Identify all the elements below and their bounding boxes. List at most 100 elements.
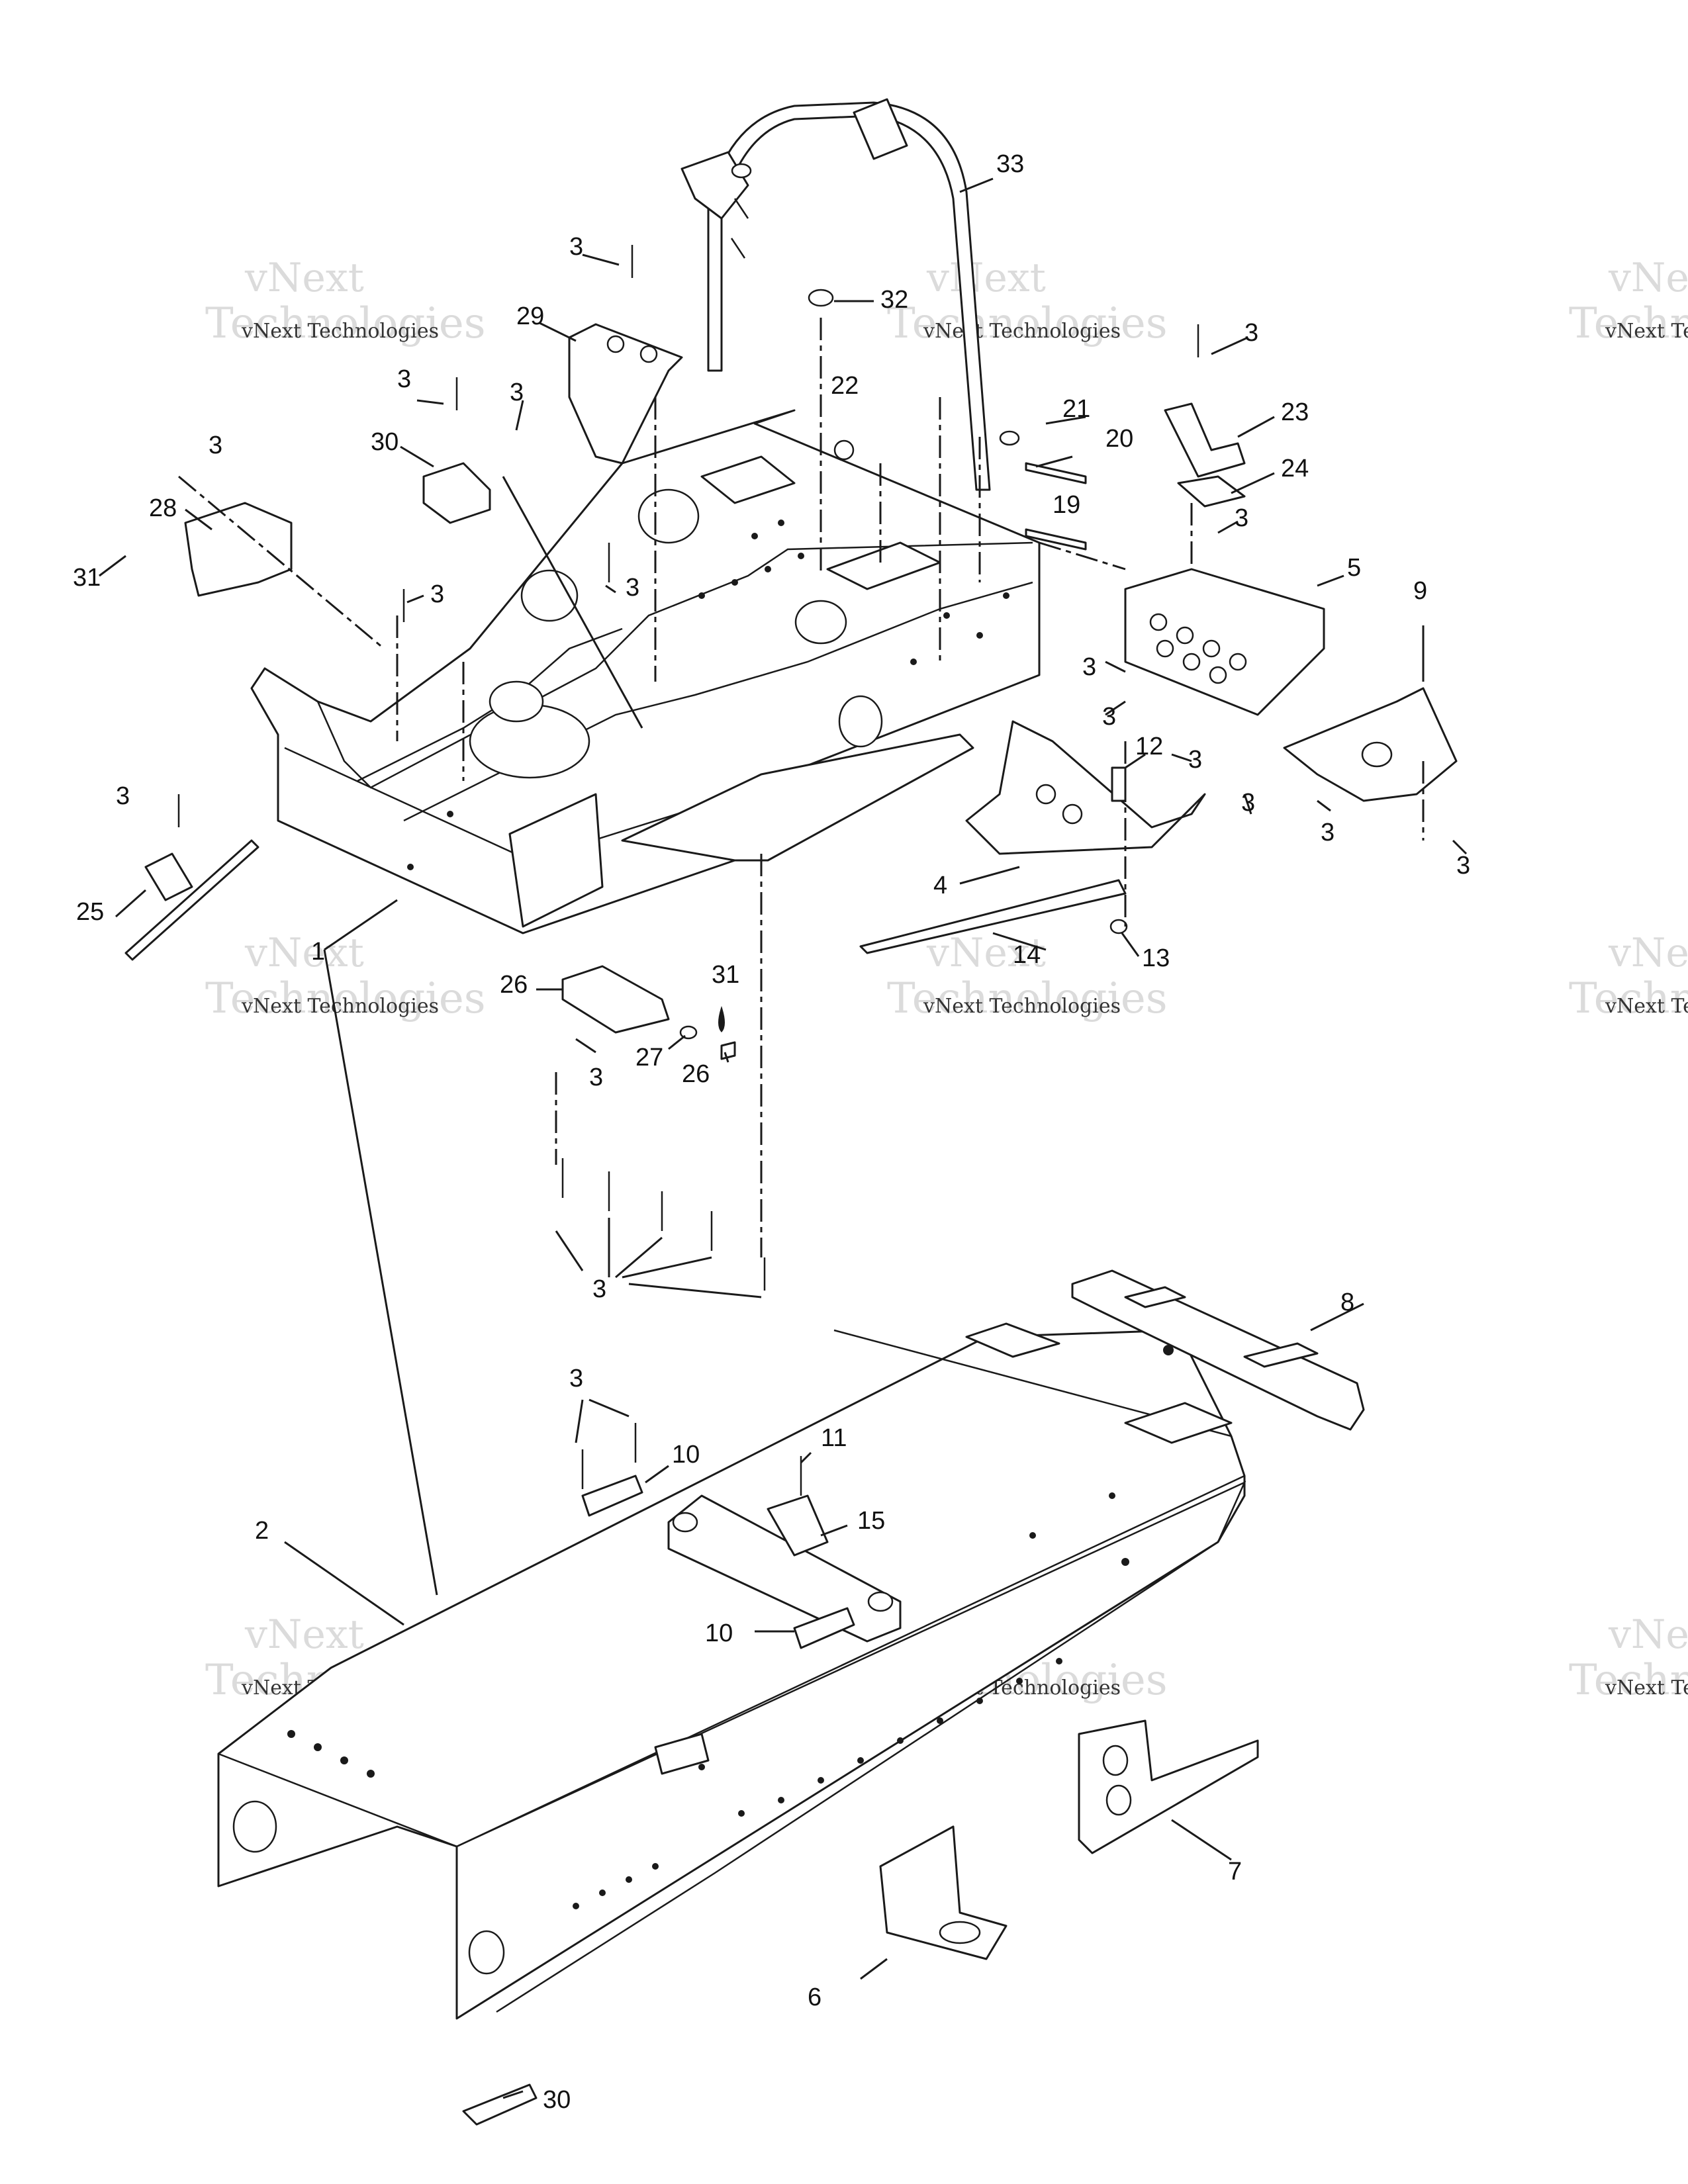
part-5-footrest — [1124, 568, 1325, 716]
part-30-block — [422, 462, 491, 524]
watermark: vNext Technologies vNext Technologies — [1569, 255, 1688, 348]
watermark-label: vNext Technologies — [241, 320, 439, 343]
callout-30: 30 — [371, 428, 399, 456]
watermark-technologies: Technologies — [1569, 1656, 1688, 1705]
watermark: vNext Technologies vNext Technologies — [1569, 930, 1688, 1023]
watermark: vNext Technologies vNext Technologies — [1569, 1612, 1688, 1705]
callout-31: 31 — [712, 961, 739, 989]
part-12-bolt — [1111, 766, 1127, 802]
callout-26: 28 — [149, 494, 177, 522]
part-21-base — [1177, 475, 1246, 508]
callout-3: 3 — [1321, 819, 1335, 846]
callout-4: 4 — [933, 872, 947, 899]
callout-3: 3 — [626, 574, 639, 602]
callout-27: 29 — [516, 302, 544, 330]
part-26-plate — [184, 502, 293, 597]
watermark-label: vNext Technologies — [241, 995, 439, 1018]
callout-1: 1 — [311, 938, 325, 966]
callout-6: 6 — [808, 1983, 821, 2011]
part-6-bracket — [879, 1825, 1008, 1960]
part-4-support — [965, 720, 1206, 855]
part-23-hinge — [561, 965, 670, 1034]
part-28-pin — [462, 2083, 538, 2126]
part-16-bolt — [1025, 528, 1087, 551]
part-1-front-frame — [250, 409, 1041, 934]
part-33-steering-loop — [680, 98, 991, 491]
assembly-lines — [178, 318, 1425, 1257]
watermark-label: vNext Technologies — [1605, 995, 1688, 1018]
watermark-vnext: vNext — [926, 930, 1046, 976]
part-10-lower — [793, 1607, 855, 1649]
callout-3: 3 — [1456, 852, 1470, 880]
callout-3: 3 — [510, 379, 524, 406]
watermark-technologies: Technologies — [1569, 974, 1688, 1023]
callout-3: 3 — [209, 432, 222, 459]
watermark-label: vNext Technologies — [923, 320, 1121, 343]
callout-5: 5 — [1347, 554, 1361, 582]
part-27-bracket — [568, 323, 683, 465]
watermark-technologies: Technologies — [205, 974, 486, 1023]
part-17-bolt — [1025, 462, 1087, 484]
callout-3: 3 — [1188, 746, 1202, 774]
callout-10-lower: 10 — [705, 1619, 733, 1647]
watermark: vNext Technologies vNext Technologies — [887, 255, 1168, 348]
watermark-vnext: vNext — [926, 255, 1046, 301]
callout-25: 27 — [635, 1044, 663, 1071]
callout-3: 3 — [1082, 653, 1096, 681]
watermark: vNext Technologies vNext Technologies — [205, 930, 486, 1023]
callout-3: 3 — [569, 233, 583, 261]
callout-8: 8 — [1340, 1289, 1354, 1316]
watermark-vnext: vNext — [244, 255, 364, 301]
callout-3: 3 — [430, 580, 444, 608]
callout-22: 25 — [76, 898, 104, 926]
callout-14: 14 — [1013, 941, 1041, 969]
part-31-drop — [718, 1006, 725, 1032]
watermark-technologies: Technologies — [887, 299, 1168, 348]
callout-12: 12 — [1135, 733, 1163, 760]
callout-21: 24 — [1281, 455, 1309, 482]
watermark-vnext: vNext — [1608, 1612, 1688, 1658]
part-18-washer — [999, 430, 1020, 446]
callout-19: 22 — [831, 372, 859, 400]
callout-18: 21 — [1062, 395, 1090, 423]
callout-33: 33 — [996, 150, 1024, 178]
watermark-vnext: vNext — [1608, 930, 1688, 976]
callouts: 33 32 22 21 20 19 23 24 5 9 12 4 14 13 8… — [73, 150, 1470, 2114]
callout-9: 9 — [1413, 577, 1427, 605]
callout-16: 19 — [1053, 491, 1080, 519]
watermark-label: vNext Technologies — [1605, 320, 1688, 343]
watermark-technologies: Technologies — [1569, 299, 1688, 348]
part-32-grommet — [808, 289, 834, 307]
callout-20: 23 — [1281, 398, 1309, 426]
callout-7: 7 — [1228, 1858, 1242, 1886]
part-7-bracket — [1078, 1719, 1259, 1854]
watermark-vnext: vNext — [1608, 255, 1688, 301]
watermark-group: vNext Technologies vNext Technologies vN… — [205, 255, 1688, 1705]
part-20-clip — [1164, 402, 1246, 478]
watermark-vnext: vNext — [244, 930, 364, 976]
part-15-crossbar — [667, 1494, 902, 1643]
part-10-upper — [581, 1475, 643, 1517]
part-22-rod — [124, 839, 259, 961]
part-9-bracket — [1283, 687, 1458, 802]
callout-24: 26 — [682, 1060, 710, 1088]
callout-3: 3 — [1244, 319, 1258, 347]
callout-17: 20 — [1105, 425, 1133, 453]
watermark-label: vNext Technologies — [1605, 1676, 1688, 1700]
watermark: vNext Technologies vNext Technologies — [887, 930, 1168, 1023]
part-2-tunnel — [217, 1322, 1246, 2020]
watermark-technologies: Technologies — [205, 299, 486, 348]
callout-3: 3 — [589, 1064, 603, 1091]
part-8-plate — [1071, 1269, 1365, 1431]
callout-3: 3 — [592, 1275, 606, 1303]
callout-3: 3 — [569, 1365, 583, 1392]
part-14-strap — [859, 879, 1127, 954]
leader-lines — [99, 177, 1468, 2099]
callout-28: 30 — [543, 2086, 571, 2114]
callout-15: 15 — [857, 1507, 885, 1535]
callout-13: 13 — [1142, 944, 1170, 972]
callout-10-upper: 10 — [672, 1441, 700, 1469]
watermark-technologies: Technologies — [887, 974, 1168, 1023]
callout-29: 31 — [73, 564, 101, 592]
watermark-vnext: vNext — [244, 1612, 364, 1658]
